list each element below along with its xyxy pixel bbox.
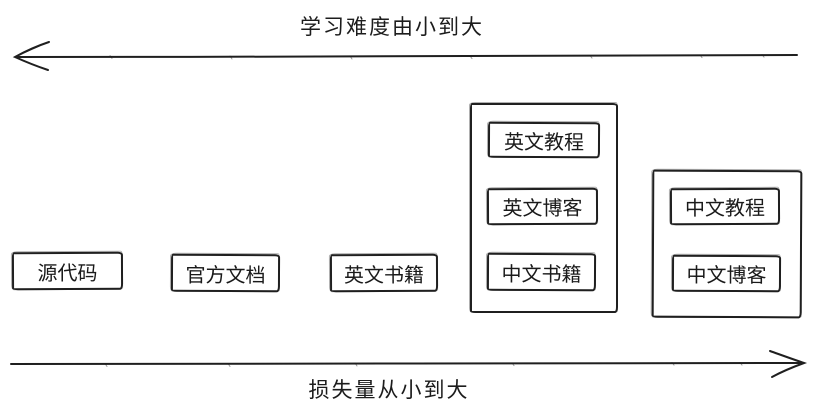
left-arrowhead-icon	[12, 41, 50, 71]
box-chinese-books: 中文书籍	[486, 252, 597, 292]
bottom-arrow-sketch-ticks	[104, 362, 743, 367]
box-chinese-blogs: 中文博客	[671, 254, 782, 293]
right-arrowhead-icon	[769, 350, 808, 378]
top-arrow-line	[15, 54, 798, 58]
box-source-code: 源代码	[11, 251, 124, 291]
bottom-axis-label: 损失量从小到大	[308, 378, 470, 402]
box-label: 官方文档	[185, 262, 266, 287]
box-english-tutorials: 英文教程	[487, 121, 601, 159]
top-arrow-sketch-ticks	[109, 54, 765, 60]
box-label: 源代码	[37, 260, 98, 285]
top-arrow	[12, 41, 798, 71]
box-label: 英文博客	[502, 195, 583, 221]
left-arrowhead-extra-stroke	[20, 45, 40, 55]
box-label: 中文博客	[686, 262, 767, 288]
box-english-blogs: 英文博客	[486, 187, 599, 226]
bottom-arrow-line	[10, 362, 803, 365]
box-label: 中文书籍	[501, 261, 582, 286]
box-label: 英文教程	[503, 129, 585, 154]
box-label: 英文书籍	[343, 262, 425, 287]
top-axis-label: 学习难度由小到大	[300, 15, 484, 39]
box-official-docs: 官方文档	[170, 253, 281, 293]
box-english-books: 英文书籍	[329, 253, 439, 293]
box-label: 中文教程	[684, 195, 766, 221]
box-chinese-tutorials: 中文教程	[669, 187, 781, 226]
